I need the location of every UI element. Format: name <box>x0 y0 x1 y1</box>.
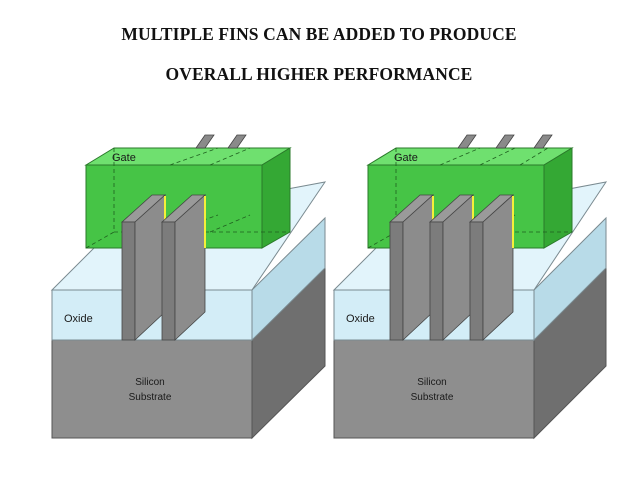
title-line-2: OVERALL HIGHER PERFORMANCE <box>165 64 473 84</box>
fin-2-front <box>161 221 176 341</box>
gate-label: Gate <box>394 152 418 164</box>
substrate-front <box>333 339 535 439</box>
substrate-label-line2: Substrate <box>129 392 172 403</box>
oxide-side <box>533 216 607 342</box>
substrate-label-line2: Substrate <box>411 392 454 403</box>
gate-side <box>543 147 573 249</box>
fin-1-back <box>457 134 477 149</box>
substrate-front <box>51 339 253 439</box>
gate-label: Gate <box>112 152 136 164</box>
oxide-label: Oxide <box>64 313 93 325</box>
finfet-two-fin-diagram: Gate Oxide Silicon Substrate <box>50 134 327 440</box>
fin-2-face <box>174 194 206 341</box>
fin-3-face <box>482 194 514 341</box>
fin-2-front <box>429 221 444 341</box>
fin-3-front <box>469 221 484 341</box>
gate-side <box>261 147 291 249</box>
oxide-side <box>251 216 326 342</box>
oxide-label: Oxide <box>346 313 375 325</box>
substrate-label-line1: Silicon <box>135 377 164 388</box>
fin-1-front <box>389 221 404 341</box>
finfet-three-fin-diagram: Gate Oxide Silicon Substrate <box>332 134 608 440</box>
fin-3-back <box>533 134 553 149</box>
substrate-label-line1: Silicon <box>417 377 446 388</box>
fin-1-front <box>121 221 136 341</box>
fin-2-back <box>227 134 247 149</box>
fin-2-back <box>495 134 515 149</box>
fin-1-back <box>195 134 215 149</box>
title-line-1: MULTIPLE FINS CAN BE ADDED TO PRODUCE <box>121 24 517 44</box>
